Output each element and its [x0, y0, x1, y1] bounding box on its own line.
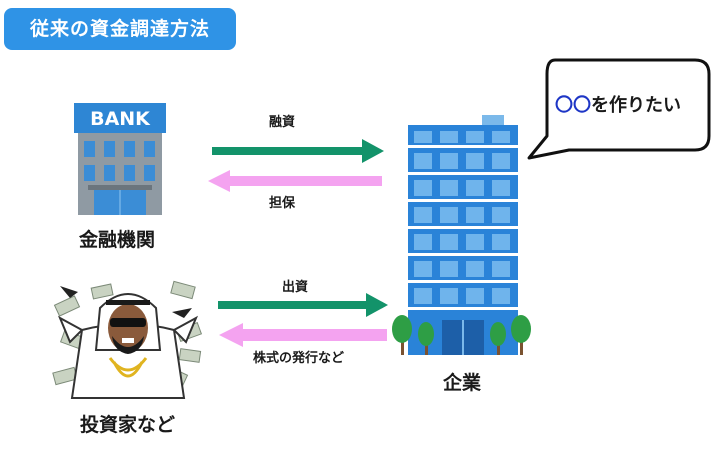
- company-label: 企業: [443, 372, 482, 394]
- company-building-icon: [392, 115, 531, 355]
- bank-sign: BANK: [90, 108, 151, 130]
- investor-illustration: [52, 280, 203, 399]
- diagram-title: 従来の資金調達方法: [4, 8, 236, 50]
- bank-label: 金融機関: [79, 229, 156, 251]
- investor-label: 投資家など: [80, 414, 176, 436]
- investment-arrow: [218, 293, 388, 317]
- speech-bubble-text: 〇〇を作りたい: [555, 91, 681, 117]
- speech-text: を作りたい: [591, 95, 681, 116]
- speech-bubble: [527, 58, 711, 160]
- loan-arrow: [212, 139, 384, 163]
- investment-label: 出資: [282, 280, 309, 295]
- collateral-arrow: [208, 170, 382, 192]
- share-issue-label: 株式の発行など: [253, 351, 345, 366]
- share-issue-arrow: [219, 323, 387, 347]
- bank-building-icon: BANK: [74, 103, 166, 215]
- speech-circles: 〇〇: [555, 95, 591, 116]
- loan-label: 融資: [269, 115, 296, 130]
- collateral-label: 担保: [269, 196, 296, 211]
- tree-icon: [392, 315, 531, 355]
